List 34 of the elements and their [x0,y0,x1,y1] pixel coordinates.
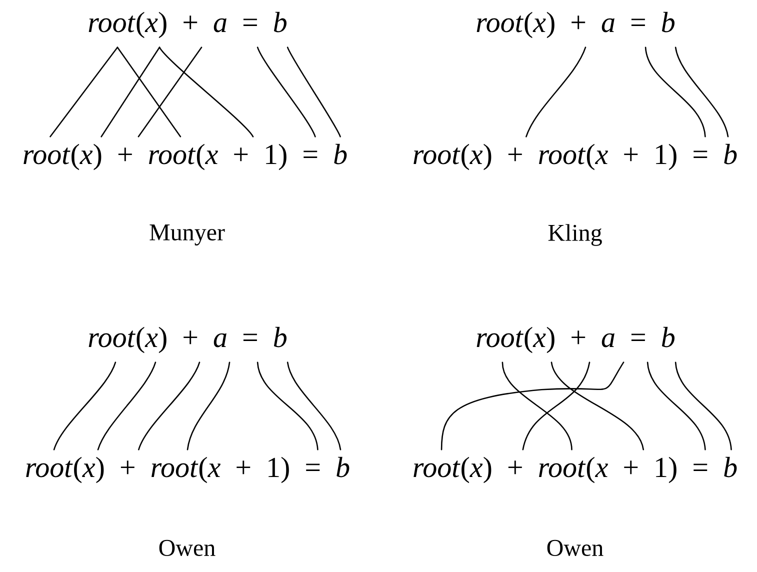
formula: root(x) + root(x + 1) = b [414,456,737,484]
line [256,362,318,450]
line [550,362,644,450]
line [186,362,230,450]
line [674,46,729,138]
formula: root(x) + root(x + 1) = b [26,456,350,484]
formula: root(x) + a = b [88,12,286,38]
line [522,362,590,450]
line [502,362,572,450]
line [50,46,118,138]
line [138,362,200,450]
formula: root(x) + a = b [88,326,286,354]
formula: root(x) + root(x + 1) = b [24,144,347,170]
panel-caption: Owen [159,540,216,556]
panel-caption: Kling [548,224,602,246]
formula: root(x) + a = b [476,12,674,38]
line [138,46,202,138]
line [644,46,706,138]
formula: root(x) + a = b [476,326,674,354]
line [53,362,116,450]
line [286,46,341,138]
line [646,362,706,450]
panel-caption: Munyer [150,224,225,246]
line [158,46,254,138]
panel-caption: Owen [547,540,604,556]
line [286,362,342,450]
line [526,46,586,138]
line [97,362,156,450]
line [100,46,160,138]
line [440,362,624,450]
line [256,46,316,138]
line [116,46,182,138]
line [674,362,732,450]
formula: root(x) + root(x + 1) = b [414,144,737,170]
